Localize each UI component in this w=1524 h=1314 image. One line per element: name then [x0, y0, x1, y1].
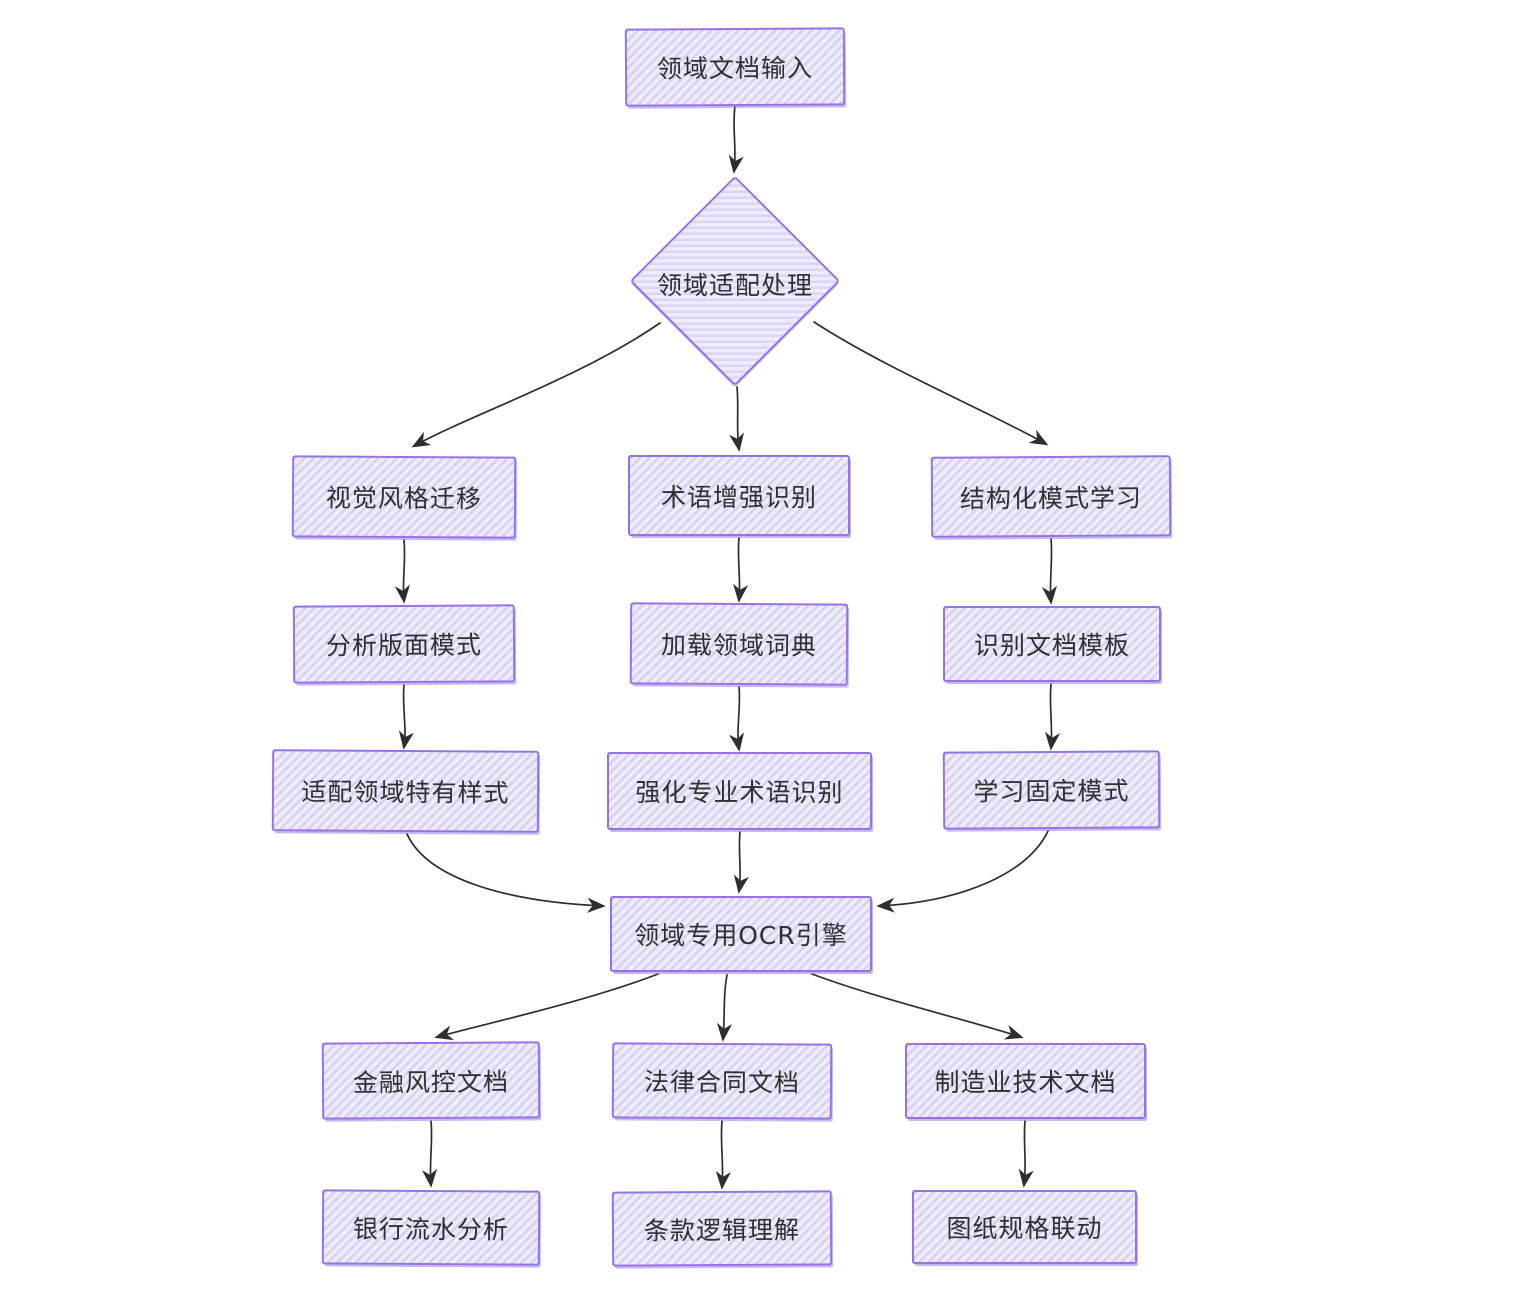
node-visual-style-transfer: 视觉风格迁移 — [291, 455, 517, 539]
edge-enhance-engine — [739, 831, 740, 891]
node-manufacturing-tech-docs: 制造业技术文档 — [905, 1043, 1146, 1119]
node-label: 金融风控文档 — [352, 1067, 510, 1097]
node-label: 识别文档模板 — [973, 631, 1130, 660]
edge-engine-finance — [437, 973, 659, 1037]
node-label: 视觉风格迁移 — [325, 483, 483, 514]
node-term-enhanced-recognition: 术语增强识别 — [628, 455, 850, 536]
node-domain-ocr-engine: 领域专用OCR引擎 — [610, 896, 872, 972]
node-label: 银行流水分析 — [352, 1214, 510, 1244]
node-legal-contract-docs: 法律合同文档 — [611, 1042, 833, 1120]
node-load-domain-dictionary: 加载领域词典 — [629, 602, 849, 686]
edge-dict-enhance — [738, 686, 739, 749]
node-recognize-doc-templates: 识别文档模板 — [943, 606, 1161, 682]
edge-template-fixed — [1050, 683, 1051, 748]
edge-engine-manu — [811, 973, 1021, 1037]
node-label: 学习固定模式 — [973, 776, 1130, 807]
node-adapt-domain-styles: 适配领域特有样式 — [271, 749, 540, 833]
edge-fixed-engine — [879, 830, 1049, 906]
node-structured-pattern-learning: 结构化模式学习 — [930, 455, 1172, 538]
node-label: 结构化模式学习 — [959, 482, 1143, 514]
node-strengthen-term-recognition: 强化专业术语识别 — [607, 752, 872, 830]
node-label: 强化专业术语识别 — [635, 778, 844, 807]
node-label: 分析版面模式 — [325, 630, 483, 661]
edge-legal-clause — [721, 1120, 722, 1187]
node-label: 条款逻辑理解 — [643, 1215, 801, 1245]
node-label: 适配领域特有样式 — [301, 777, 510, 808]
node-label: 领域文档输入 — [656, 53, 814, 84]
node-domain-doc-input: 领域文档输入 — [624, 27, 846, 107]
node-clause-logic-understanding: 条款逻辑理解 — [611, 1190, 833, 1267]
edge-layout-styles — [404, 684, 405, 747]
edge-visual-layout — [403, 539, 404, 601]
edge-styles-engine — [406, 833, 603, 906]
node-label: 加载领域词典 — [660, 630, 818, 661]
node-label: 领域适配处理 — [656, 271, 813, 300]
edge-decision-struct — [813, 321, 1046, 444]
node-label: 法律合同文档 — [643, 1067, 801, 1098]
edge-engine-legal — [723, 974, 727, 1039]
node-label: 领域专用OCR引擎 — [634, 921, 848, 950]
node-domain-adapt-decision: 领域适配处理 — [628, 174, 842, 388]
node-label: 制造业技术文档 — [934, 1068, 1117, 1097]
node-finance-risk-docs: 金融风控文档 — [321, 1041, 541, 1120]
edge-struct-template — [1050, 538, 1051, 602]
edge-term-dict — [738, 537, 739, 600]
edge-decision-term — [737, 386, 739, 449]
node-analyze-layout-patterns: 分析版面模式 — [292, 604, 516, 684]
node-label: 术语增强识别 — [660, 482, 817, 512]
node-bank-statement-analysis: 银行流水分析 — [321, 1189, 541, 1266]
node-label: 图纸规格联动 — [946, 1214, 1103, 1243]
edge-input-decision — [734, 105, 735, 171]
edge-finance-bank — [430, 1120, 431, 1185]
node-drawing-spec-linkage: 图纸规格联动 — [912, 1190, 1137, 1264]
node-learn-fixed-patterns: 学习固定模式 — [942, 750, 1161, 830]
edge-manu-drawing — [1024, 1120, 1025, 1185]
edge-decision-visual — [414, 322, 661, 446]
